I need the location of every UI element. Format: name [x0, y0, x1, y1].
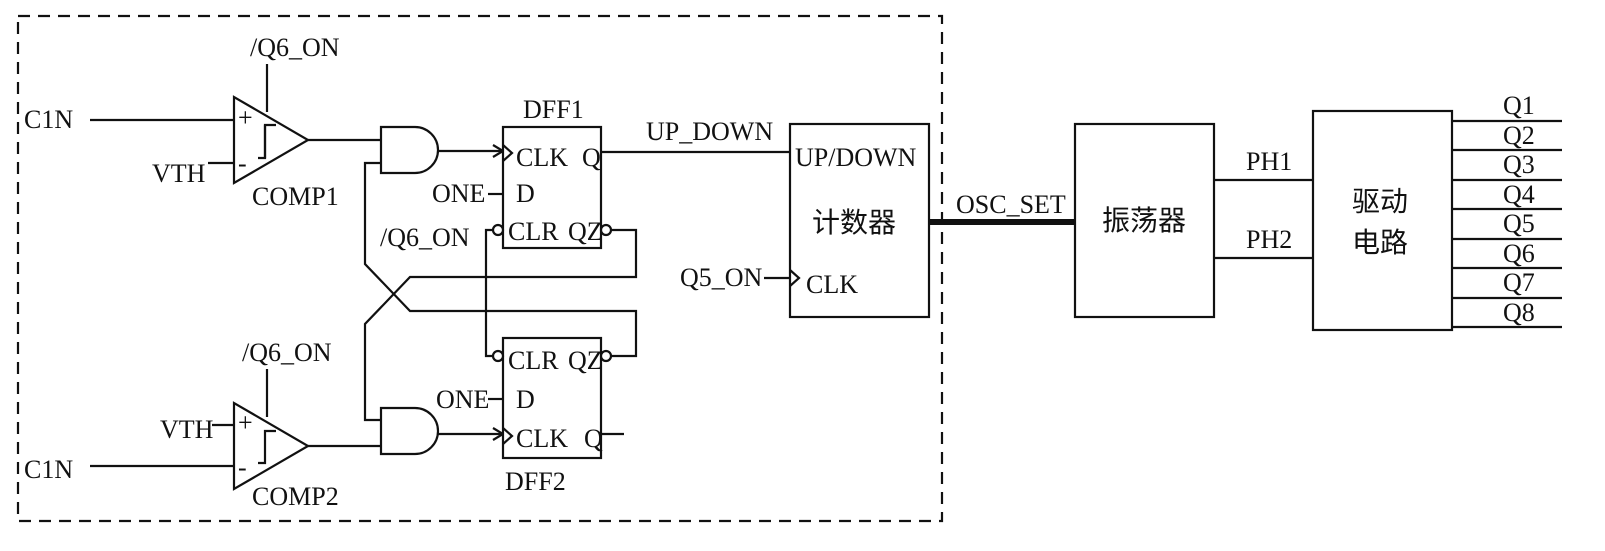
vth-top-label: VTH	[152, 159, 206, 188]
dff2: CLR QZ D CLK Q DFF2	[501, 336, 603, 496]
output-q7-label: Q7	[1503, 268, 1535, 297]
output-q6-label: Q6	[1503, 239, 1535, 268]
driver-title-line1: 驱动	[1352, 185, 1408, 218]
dff2-one-label: ONE	[436, 385, 489, 414]
ph2-label: PH2	[1246, 225, 1292, 254]
vth-bottom-label: VTH	[160, 415, 214, 444]
output-lines	[1452, 119, 1562, 329]
output-q2-label: Q2	[1503, 121, 1535, 150]
dff2-q-pin: Q	[584, 424, 603, 453]
comp2: + - COMP2	[232, 401, 339, 511]
comp1-plus-sign: +	[238, 103, 253, 132]
output-q5-label: Q5	[1503, 209, 1535, 238]
output-q3-label: Q3	[1503, 150, 1535, 179]
comp1: + - COMP1	[232, 95, 339, 211]
c1n-bottom-label: C1N	[24, 455, 73, 484]
comp2-label: COMP2	[252, 482, 339, 511]
logic-block-boundary	[16, 14, 944, 523]
up-down-signal-label: UP_DOWN	[646, 117, 773, 146]
output-q1-label: Q1	[1503, 91, 1535, 120]
q6on-comp2-label: /Q6_ON	[242, 338, 332, 367]
dff1-qz-pin: QZ	[568, 217, 603, 246]
counter-clk-pin: CLK	[806, 270, 858, 299]
output-q4-label: Q4	[1503, 180, 1535, 209]
osc-set-label: OSC_SET	[956, 190, 1066, 219]
q5on-label: Q5_ON	[680, 263, 763, 292]
q6on-comp1-label: /Q6_ON	[250, 33, 340, 62]
dff2-clk-pin: CLK	[516, 424, 568, 453]
c1n-top-label: C1N	[24, 105, 73, 134]
dff1-clk-pin: CLK	[516, 143, 568, 172]
and-gate-1	[379, 125, 440, 175]
driver-title-line2: 电路	[1352, 226, 1408, 259]
comp1-minus-sign: -	[238, 149, 247, 178]
output-q8-label: Q8	[1503, 298, 1535, 327]
dff1: DFF1 CLK Q D CLR QZ	[501, 95, 603, 250]
and-gate-2	[379, 406, 440, 456]
dff1-q-pin: Q	[582, 143, 601, 172]
dff1-q6on-label: /Q6_ON	[380, 223, 470, 252]
dff2-d-pin: D	[516, 385, 535, 414]
dff2-qz-pin: QZ	[568, 346, 603, 375]
dff2-clr-pin: CLR	[508, 346, 559, 375]
dff1-clr-pin: CLR	[508, 217, 559, 246]
counter: UP/DOWN 计数器 CLK	[788, 122, 931, 319]
dff1-label: DFF1	[523, 95, 584, 124]
counter-title: 计数器	[812, 206, 896, 239]
dff2-label: DFF2	[505, 467, 566, 496]
counter-up-down-pin: UP/DOWN	[795, 143, 917, 172]
comp2-plus-sign: +	[238, 408, 253, 437]
driver-circuit: 驱动 电路	[1311, 109, 1454, 332]
comp1-label: COMP1	[252, 182, 339, 211]
dff1-d-pin: D	[516, 179, 535, 208]
comp2-minus-sign: -	[238, 453, 247, 482]
oscillator: 振荡器	[1073, 122, 1216, 319]
dff1-one-label: ONE	[432, 179, 485, 208]
ph1-label: PH1	[1246, 147, 1292, 176]
oscillator-title: 振荡器	[1102, 204, 1186, 237]
